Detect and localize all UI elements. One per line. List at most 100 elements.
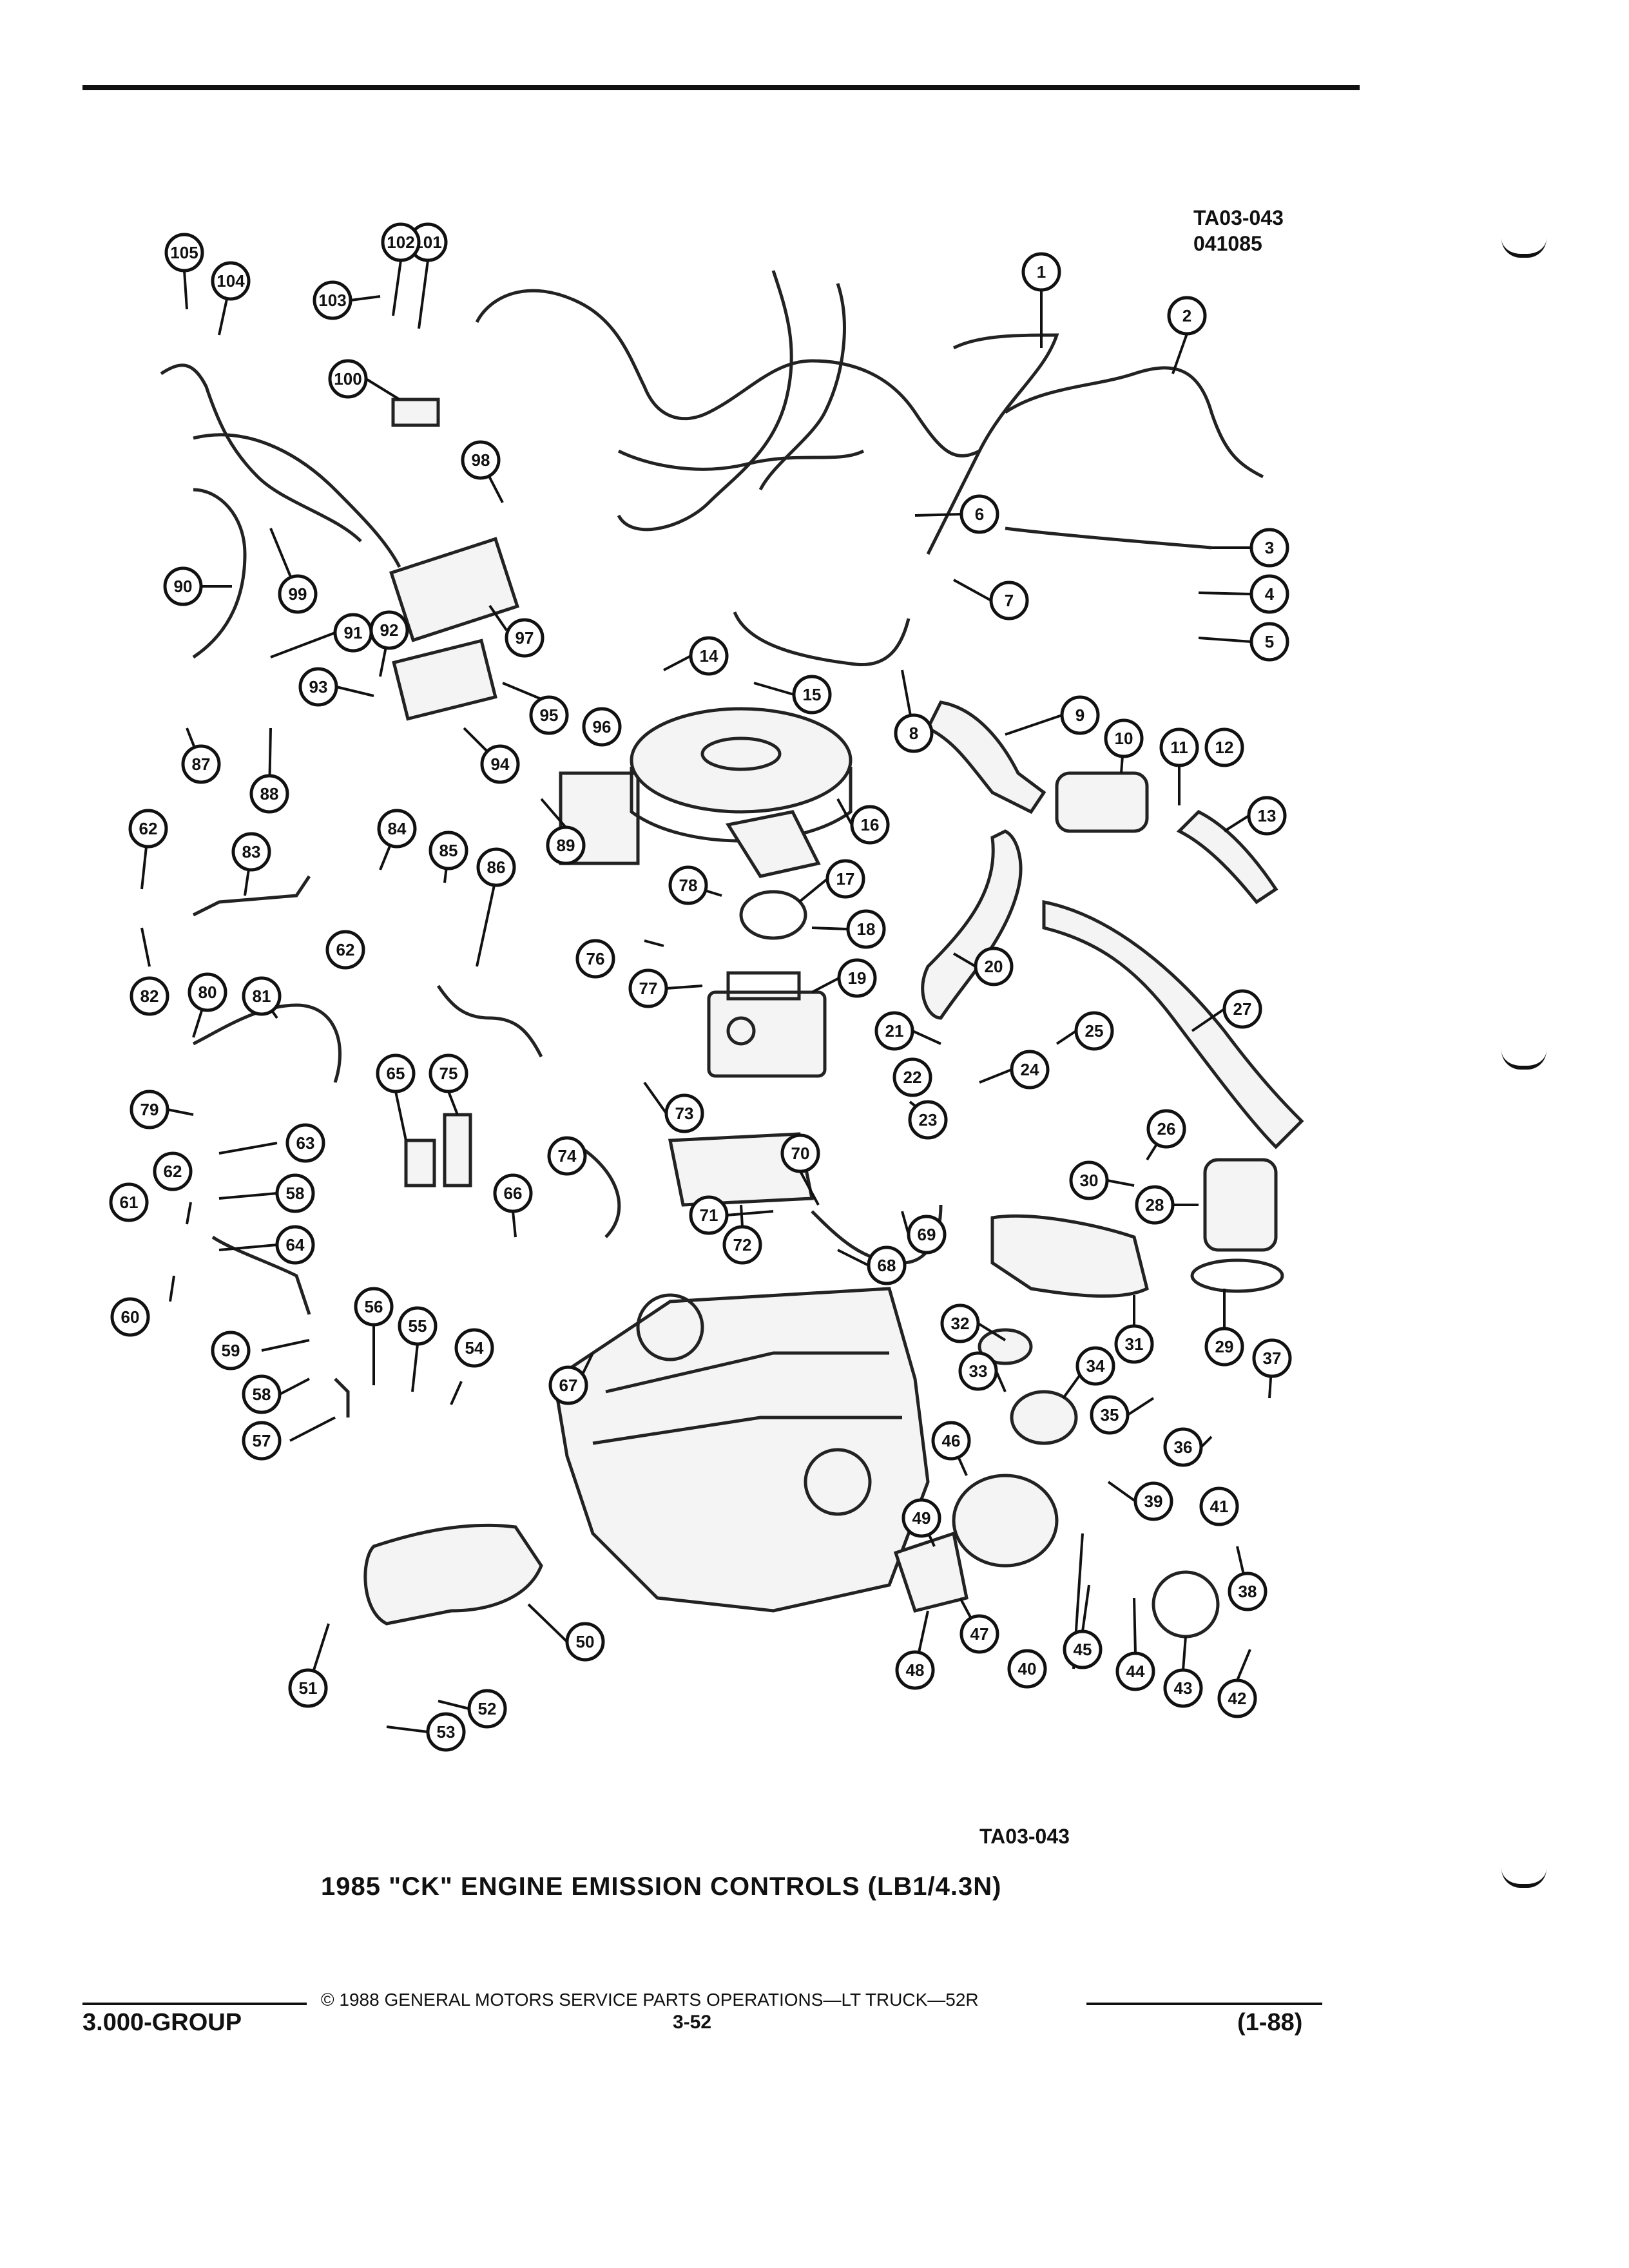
callout-64: 64 — [275, 1225, 315, 1265]
hose-74 — [579, 1145, 621, 1238]
callout-95: 95 — [529, 695, 569, 735]
svg-text:85: 85 — [439, 841, 458, 860]
svg-text:34: 34 — [1086, 1356, 1105, 1376]
harness-3 — [1005, 526, 1212, 550]
svg-text:81: 81 — [253, 986, 271, 1006]
callout-7: 7 — [989, 581, 1029, 620]
svg-text:69: 69 — [918, 1225, 936, 1244]
callout-98: 98 — [461, 440, 501, 480]
callout-13: 13 — [1247, 796, 1287, 836]
bracket-48 — [893, 1531, 969, 1613]
callout-17: 17 — [825, 859, 865, 899]
callout-37: 37 — [1252, 1338, 1292, 1378]
callout-80: 80 — [188, 972, 227, 1012]
callout-79: 79 — [130, 1090, 169, 1129]
hose-81 — [192, 1003, 342, 1083]
svg-text:40: 40 — [1018, 1659, 1037, 1678]
callout-83: 83 — [231, 832, 271, 872]
footer-rule-right — [1086, 2003, 1322, 2005]
svg-text:50: 50 — [576, 1632, 595, 1651]
footer-section: 3.000-GROUP — [82, 2009, 242, 2036]
figure-caption: 1985 "CK" ENGINE EMISSION CONTROLS (LB1/… — [321, 1872, 1002, 1901]
callout-100: 100 — [328, 359, 368, 399]
bracket-75 — [443, 1113, 472, 1187]
silencer-10 — [1055, 771, 1149, 833]
pipe-83 — [192, 875, 311, 917]
callout-9: 9 — [1060, 695, 1100, 735]
svg-text:41: 41 — [1210, 1497, 1229, 1516]
svg-text:82: 82 — [140, 986, 159, 1006]
svg-text:53: 53 — [437, 1722, 456, 1742]
callout-59: 59 — [211, 1331, 251, 1370]
callout-105: 105 — [164, 233, 204, 273]
callout-18: 18 — [846, 909, 886, 949]
callout-31: 31 — [1114, 1324, 1154, 1364]
svg-text:63: 63 — [296, 1133, 315, 1153]
callout-99: 99 — [278, 574, 318, 614]
callout-26: 26 — [1146, 1109, 1186, 1149]
callout-67: 67 — [548, 1365, 588, 1405]
svg-text:44: 44 — [1126, 1662, 1145, 1681]
callout-44: 44 — [1115, 1651, 1155, 1691]
duct-27 — [1042, 899, 1304, 1149]
svg-text:89: 89 — [557, 836, 575, 855]
svg-text:31: 31 — [1125, 1334, 1144, 1354]
svg-text:79: 79 — [140, 1100, 159, 1119]
top-rule — [82, 85, 1360, 90]
strap-29 — [1190, 1258, 1284, 1293]
pipe-59 — [211, 1235, 311, 1315]
svg-text:74: 74 — [558, 1146, 577, 1166]
callout-74: 74 — [547, 1136, 587, 1176]
callout-41: 41 — [1199, 1486, 1239, 1526]
svg-text:22: 22 — [903, 1068, 922, 1087]
svg-text:70: 70 — [791, 1144, 810, 1163]
callout-55: 55 — [398, 1306, 438, 1346]
svg-text:7: 7 — [1005, 591, 1014, 610]
svg-text:9: 9 — [1075, 706, 1084, 725]
gasket-17 — [739, 890, 807, 940]
svg-text:17: 17 — [836, 869, 855, 889]
callout-2: 2 — [1167, 296, 1207, 336]
svg-text:58: 58 — [253, 1385, 271, 1404]
air-cleaner-16 — [630, 707, 853, 878]
svg-text:80: 80 — [198, 983, 217, 1002]
svg-text:24: 24 — [1021, 1060, 1039, 1079]
callout-29: 29 — [1204, 1327, 1244, 1367]
callout-102: 102 — [381, 222, 421, 262]
callout-73: 73 — [664, 1093, 704, 1133]
callout-48: 48 — [895, 1650, 935, 1690]
callout-50: 50 — [565, 1622, 605, 1662]
callout-20: 20 — [974, 947, 1014, 986]
callout-84: 84 — [377, 809, 417, 849]
svg-text:2: 2 — [1182, 306, 1191, 325]
svg-text:14: 14 — [700, 646, 718, 666]
svg-text:4: 4 — [1265, 584, 1275, 604]
callout-103: 103 — [313, 280, 352, 320]
harness-86 — [436, 985, 543, 1058]
callout-51: 51 — [288, 1668, 328, 1708]
figure-ref-bottom: TA03-043 — [979, 1825, 1070, 1848]
callout-81: 81 — [242, 976, 282, 1016]
callout-16: 16 — [850, 805, 890, 845]
callout-94: 94 — [480, 744, 520, 784]
svg-text:104: 104 — [217, 271, 245, 291]
svg-text:62: 62 — [336, 940, 355, 959]
callout-57: 57 — [242, 1421, 282, 1461]
svg-text:95: 95 — [540, 706, 559, 725]
callout-92: 92 — [369, 610, 409, 650]
callout-10: 10 — [1104, 718, 1144, 758]
callout-70: 70 — [780, 1133, 820, 1173]
callout-61: 61 — [109, 1182, 149, 1222]
callout-6: 6 — [959, 494, 999, 534]
engine-block — [552, 1287, 930, 1613]
callout-42: 42 — [1217, 1678, 1257, 1718]
callout-4: 4 — [1249, 574, 1289, 614]
svg-text:1: 1 — [1037, 262, 1046, 282]
svg-text:43: 43 — [1174, 1678, 1193, 1698]
svg-text:93: 93 — [309, 677, 328, 697]
figure-ref-top: TA03-043 041085 — [1193, 205, 1284, 256]
callout-8: 8 — [894, 713, 934, 753]
svg-text:33: 33 — [969, 1361, 988, 1381]
svg-text:58: 58 — [286, 1184, 305, 1203]
callout-85: 85 — [429, 831, 468, 870]
